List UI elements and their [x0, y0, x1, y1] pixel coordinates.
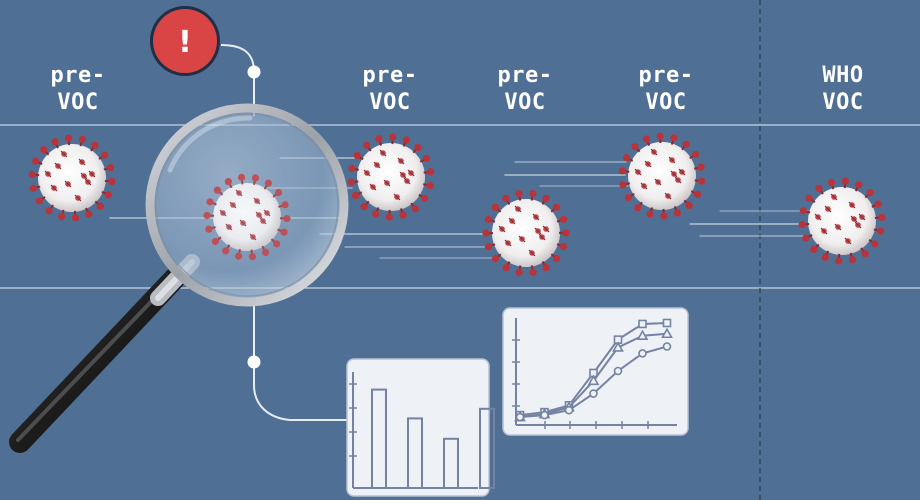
- virus-icon: [482, 189, 570, 277]
- stage-label-line2: VOC: [369, 90, 411, 115]
- virus-icon: [347, 133, 435, 221]
- stage-label-pre-voc-3: pre-VOC: [485, 62, 565, 116]
- series-point: [564, 405, 574, 415]
- virus-icon: [798, 177, 886, 265]
- stage-label-line2: VOC: [645, 90, 687, 115]
- stage-label-line1: pre-: [497, 63, 553, 88]
- alert-node: [247, 65, 261, 79]
- line-chart-icon: [502, 307, 689, 436]
- virus-icon: [28, 134, 116, 222]
- series-point: [662, 318, 672, 328]
- stage-label-line1: pre-: [50, 63, 106, 88]
- series-point: [589, 389, 598, 398]
- series-point: [638, 349, 647, 358]
- series-point: [661, 327, 673, 339]
- bar: [443, 437, 459, 489]
- stage-label-line1: WHO: [822, 63, 864, 88]
- exclamation-icon: !: [150, 6, 220, 76]
- series-point: [638, 319, 647, 329]
- stage-label-pre-voc-2: pre-VOC: [350, 62, 430, 116]
- stage-label-pre-voc-1: pre-VOC: [38, 62, 118, 116]
- stage-label-line1: pre-: [362, 63, 418, 88]
- virus-icon: [618, 132, 706, 220]
- series-point: [662, 342, 672, 351]
- series-point: [612, 341, 624, 352]
- series-point: [587, 374, 600, 386]
- stage-label-line2: VOC: [57, 90, 99, 115]
- alert-symbol: !: [178, 25, 192, 60]
- bar: [479, 407, 495, 489]
- virus-icon: [203, 173, 291, 261]
- chart-node: [247, 355, 261, 369]
- stage-label-pre-voc-4: pre-VOC: [626, 62, 706, 116]
- stage-label-line2: VOC: [822, 90, 864, 115]
- bar-chart-icon: [346, 358, 495, 497]
- bar: [371, 388, 387, 490]
- series-point: [613, 366, 623, 376]
- series-point: [636, 329, 649, 341]
- stage-label-line1: pre-: [638, 63, 694, 88]
- series-point: [540, 410, 549, 420]
- bar: [407, 417, 423, 489]
- series-point: [515, 412, 525, 422]
- stage-label-line2: VOC: [504, 90, 546, 115]
